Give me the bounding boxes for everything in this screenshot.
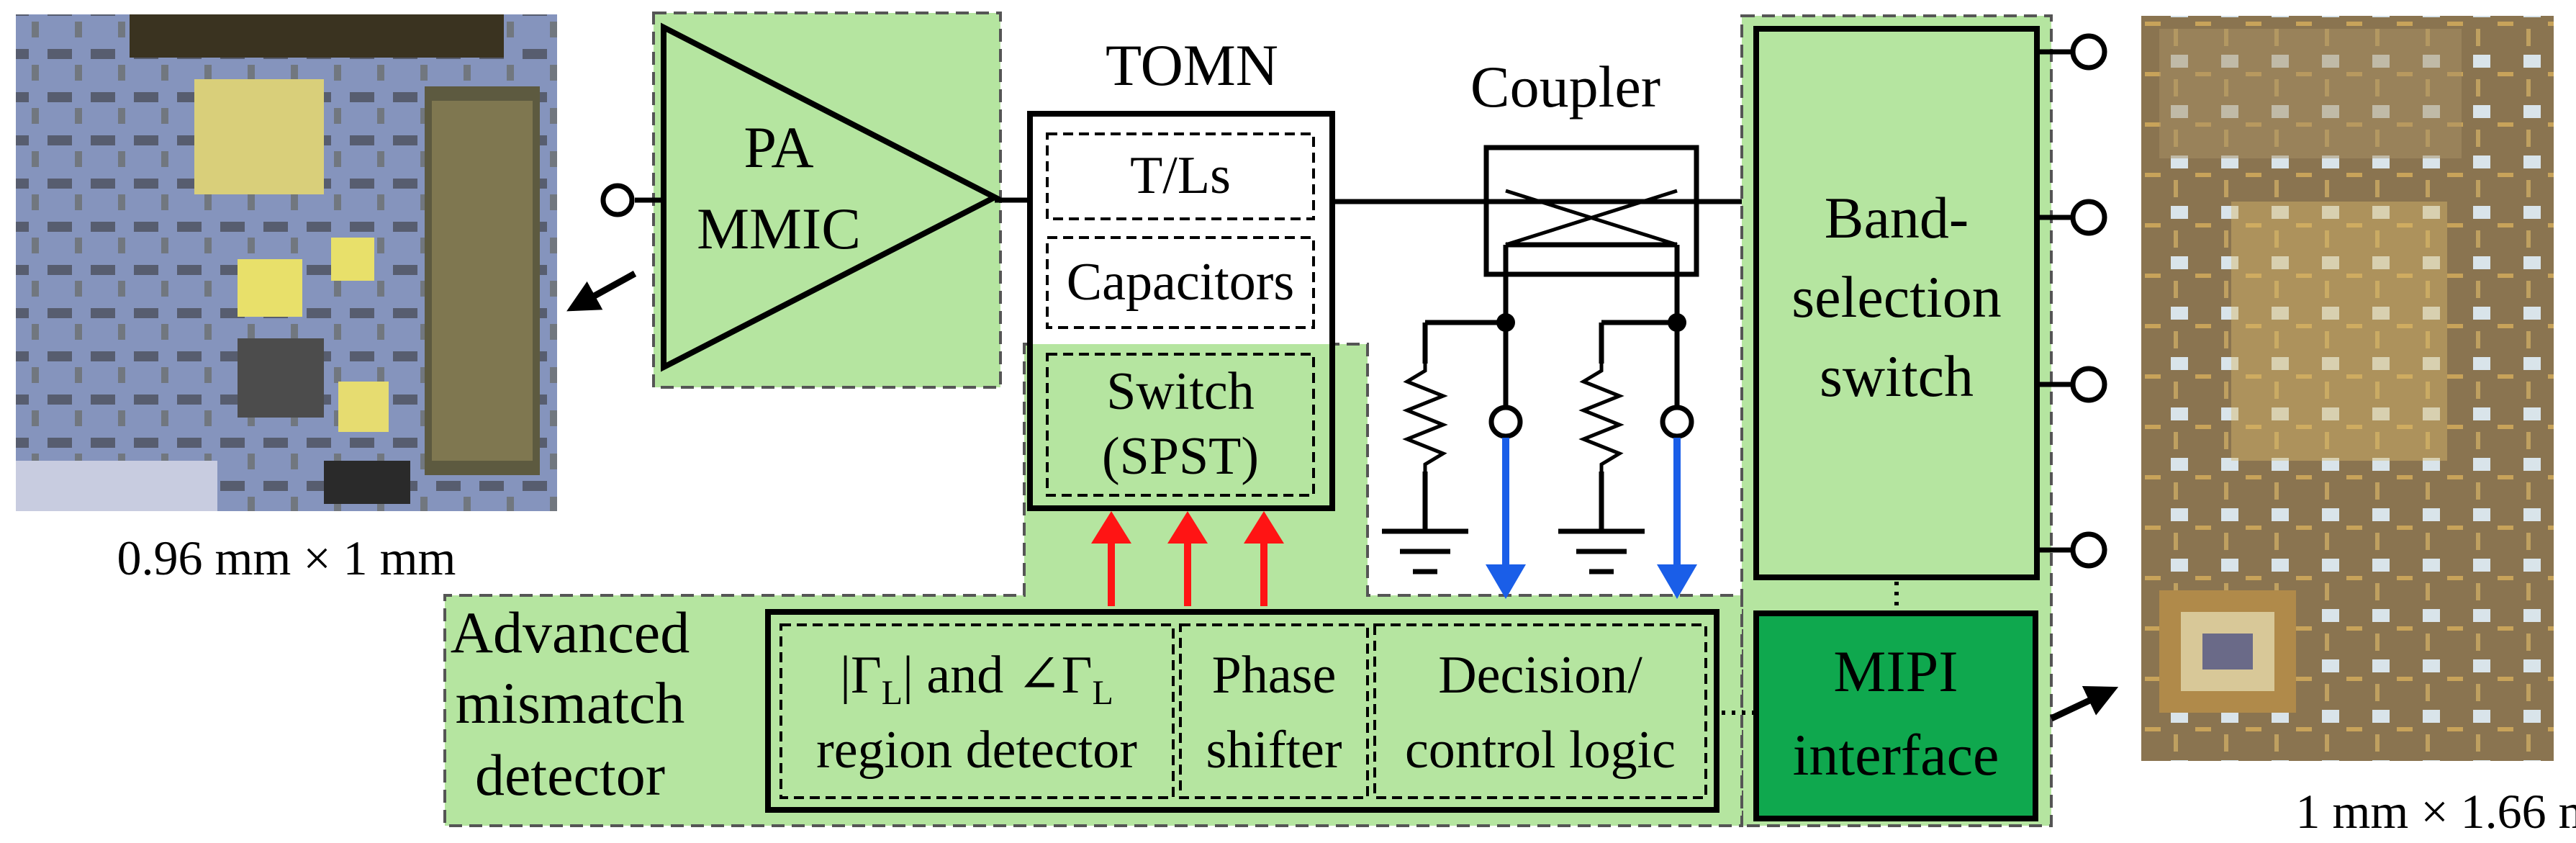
selection-label: selection	[1791, 264, 2001, 330]
red-arrow-1-icon	[1091, 511, 1131, 544]
decision-logic-box	[1373, 623, 1707, 799]
coupler-title: Coupler	[1470, 54, 1660, 120]
right-chip-caption: 1 mm × 1.66 mm	[2296, 784, 2576, 839]
coupled-port-1-terminal-icon	[1488, 405, 1523, 439]
detector-title-line2: mismatch	[456, 670, 685, 736]
tls-label: T/Ls	[1130, 146, 1231, 205]
ground-1-icon	[1382, 528, 1468, 574]
red-arrow-2-icon	[1167, 511, 1208, 544]
right-chip-photo	[2141, 16, 2554, 761]
blue-arrow-1-icon	[1486, 564, 1526, 599]
output-terminal-3-icon	[2070, 366, 2107, 403]
shifter-label: shifter	[1206, 721, 1342, 780]
phase-label: Phase	[1212, 646, 1337, 705]
output-terminal-2-icon	[2070, 199, 2107, 236]
pa-label: PA	[744, 114, 813, 180]
capacitors-label: Capacitors	[1067, 253, 1294, 312]
region-detector-box	[779, 623, 1175, 799]
pa-region	[652, 12, 1002, 389]
spst-label: (SPST)	[1102, 427, 1259, 486]
mipi-interface-box	[1753, 610, 2038, 821]
tls-box	[1046, 132, 1315, 220]
output-terminals	[2037, 33, 2107, 569]
pa-amplifier-symbol	[661, 22, 1001, 372]
output-terminal-4-icon	[2070, 531, 2107, 569]
mipi-label: MIPI	[1833, 639, 1958, 704]
red-arrow-3-icon	[1244, 511, 1284, 544]
red-control-arrows	[1091, 511, 1284, 606]
mmic-label: MMIC	[697, 196, 861, 261]
band-selection-switch-box	[1753, 26, 2040, 580]
resistor-2-icon	[1578, 364, 1624, 472]
switch-label-band: switch	[1820, 343, 1974, 409]
ground-2-icon	[1558, 528, 1645, 574]
region-detector-label-1: |ΓL| and ∠ΓL	[840, 646, 1113, 712]
blue-arrow-2-icon	[1657, 564, 1697, 599]
tomn-title: TOMN	[1106, 32, 1278, 98]
right-pointer-arrow-icon	[2050, 685, 2119, 722]
interface-label: interface	[1793, 722, 1999, 788]
region-detector-label-2: region detector	[816, 721, 1137, 780]
switch-spst-box	[1046, 353, 1315, 497]
output-terminal-1-icon	[2070, 33, 2107, 71]
left-pointer-arrow-icon	[566, 271, 637, 312]
pa-input-terminal-icon	[600, 183, 635, 217]
control-logic-label: control logic	[1405, 721, 1676, 780]
switch-label: Switch	[1106, 362, 1255, 421]
resistor-1-icon	[1402, 364, 1448, 472]
left-chip-caption: 0.96 mm × 1 mm	[117, 531, 456, 585]
coupler-box	[1483, 145, 1699, 277]
detector-title-line1: Advanced	[451, 600, 690, 665]
coupled-port-2-terminal-icon	[1660, 405, 1694, 439]
capacitors-box	[1046, 236, 1315, 329]
left-chip-photo	[16, 14, 557, 511]
detector-title-line3: detector	[475, 742, 665, 808]
phase-shifter-box	[1179, 623, 1369, 799]
band-label: Band-	[1825, 185, 1969, 251]
decision-label: Decision/	[1438, 646, 1642, 705]
